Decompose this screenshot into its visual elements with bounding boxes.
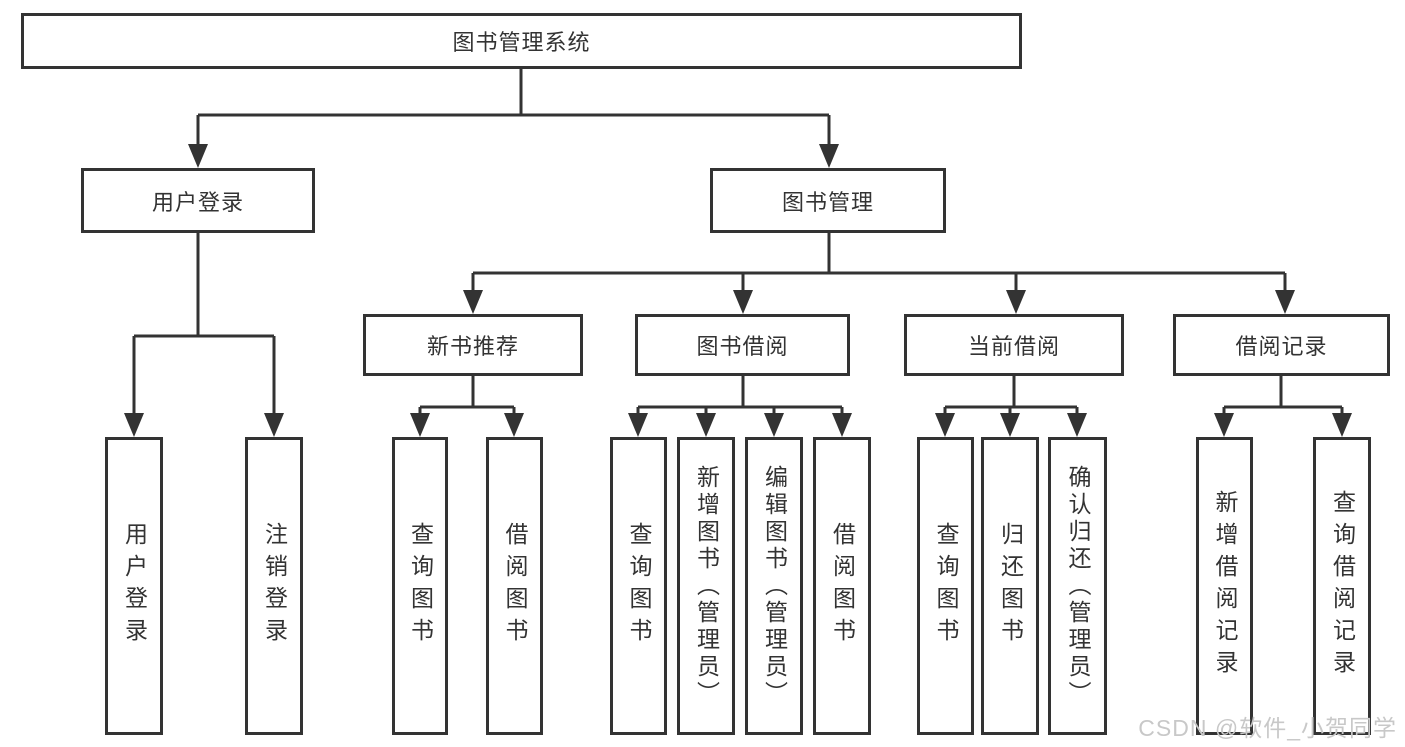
arrow-down-icon <box>1067 413 1087 437</box>
arrow-down-icon <box>1275 290 1295 314</box>
leaf-current-return-books-label: 归还图书 <box>997 522 1024 650</box>
leaf-logout-label: 注销登录 <box>261 522 288 650</box>
arrow-down-icon <box>504 413 524 437</box>
leaf-borrow-edit-books-admin: 编辑图书（管理员） <box>745 437 803 735</box>
arrow-down-icon <box>463 290 483 314</box>
leaf-current-return-books: 归还图书 <box>981 437 1039 735</box>
arrow-down-icon <box>696 413 716 437</box>
connector-paths <box>132 69 1344 415</box>
leaf-borrow-borrow-books-label: 借阅图书 <box>829 522 856 650</box>
leaf-borrow-query-books-label: 查询图书 <box>626 522 652 650</box>
leaf-record-query-borrow-record-label: 查询借阅记录 <box>1329 490 1356 682</box>
leaf-record-add-borrow-record: 新增借阅记录 <box>1196 437 1253 735</box>
leaf-borrow-borrow-books: 借阅图书 <box>813 437 871 735</box>
node-user-login: 用户登录 <box>81 168 315 233</box>
node-book-management: 图书管理 <box>710 168 946 233</box>
leaf-current-query-books: 查询图书 <box>917 437 974 735</box>
arrow-down-icon <box>124 413 144 437</box>
node-borrow-record: 借阅记录 <box>1173 314 1390 376</box>
arrow-down-icon <box>733 290 753 314</box>
node-current-borrow-label: 当前借阅 <box>967 334 1060 359</box>
node-new-book-recommend: 新书推荐 <box>363 314 583 376</box>
leaf-borrow-add-books-admin: 新增图书（管理员） <box>677 437 735 735</box>
leaf-logout: 注销登录 <box>245 437 303 735</box>
leaf-user-login-label: 用户登录 <box>121 522 148 650</box>
arrowhead-icons <box>124 144 1352 437</box>
leaf-newbook-borrow-books: 借阅图书 <box>486 437 543 735</box>
leaf-borrow-edit-books-admin-label: 编辑图书（管理员） <box>761 464 788 708</box>
leaf-newbook-query-books-label: 查询图书 <box>407 522 434 650</box>
csdn-watermark: CSDN @软件_小贺同学 <box>1138 715 1397 741</box>
node-book-borrow-label: 图书借阅 <box>696 334 789 359</box>
arrow-down-icon <box>832 413 852 437</box>
node-root-label: 图书管理系统 <box>452 30 591 55</box>
arrow-down-icon <box>935 413 955 437</box>
leaf-record-add-borrow-record-label: 新增借阅记录 <box>1212 490 1238 682</box>
arrow-down-icon <box>1006 290 1026 314</box>
node-book-borrow: 图书借阅 <box>635 314 850 376</box>
node-new-book-recommend-label: 新书推荐 <box>426 334 519 359</box>
arrow-down-icon <box>1214 413 1234 437</box>
leaf-record-query-borrow-record: 查询借阅记录 <box>1313 437 1371 735</box>
leaf-borrow-query-books: 查询图书 <box>610 437 667 735</box>
leaf-current-confirm-return-admin: 确认归还（管理员） <box>1048 437 1107 735</box>
leaf-user-login: 用户登录 <box>105 437 163 735</box>
leaf-borrow-add-books-admin-label: 新增图书（管理员） <box>693 464 720 708</box>
leaf-newbook-borrow-books-label: 借阅图书 <box>502 522 528 650</box>
arrow-down-icon <box>764 413 784 437</box>
node-root: 图书管理系统 <box>21 13 1022 69</box>
node-borrow-record-label: 借阅记录 <box>1235 334 1328 359</box>
node-current-borrow: 当前借阅 <box>904 314 1124 376</box>
arrow-down-icon <box>410 413 430 437</box>
arrow-down-icon <box>819 144 839 168</box>
leaf-current-confirm-return-admin-label: 确认归还（管理员） <box>1065 464 1091 708</box>
arrow-down-icon <box>264 413 284 437</box>
leaf-current-query-books-label: 查询图书 <box>933 522 959 650</box>
arrow-down-icon <box>188 144 208 168</box>
arrow-down-icon <box>1000 413 1020 437</box>
node-book-management-label: 图书管理 <box>781 189 874 215</box>
arrow-down-icon <box>1332 413 1352 437</box>
leaf-newbook-query-books: 查询图书 <box>392 437 448 735</box>
arrow-down-icon <box>628 413 648 437</box>
node-user-login-label: 用户登录 <box>151 189 244 215</box>
